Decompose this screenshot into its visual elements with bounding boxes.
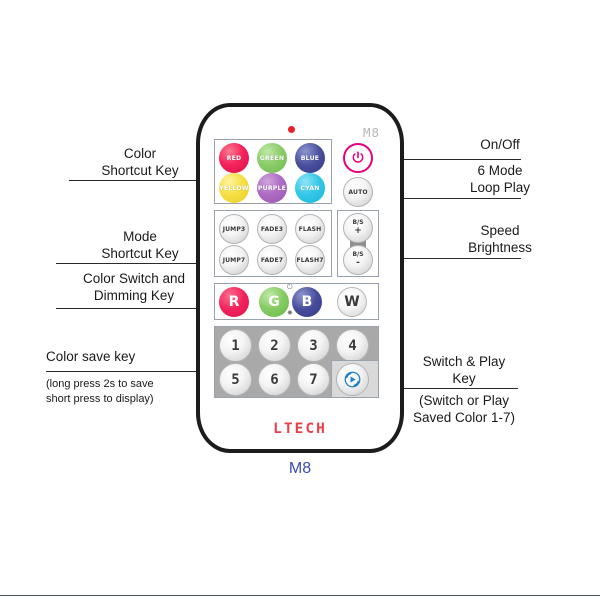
power-icon — [352, 151, 364, 163]
mode-key-jump7-label: JUMP7 — [222, 256, 246, 264]
callout-color-switch-dimming-key: Color Switch and Dimming Key — [82, 271, 186, 304]
brand-logo: LTECH — [273, 421, 327, 437]
memory-key-5[interactable]: 5 — [219, 363, 252, 396]
bs-minus-label: B/S — [352, 251, 364, 258]
page-bottom-divider — [0, 595, 600, 596]
mode-key-jump3-label: JUMP3 — [222, 225, 246, 233]
rgbw-key-w[interactable]: W — [337, 287, 367, 317]
memory-key-6[interactable]: 6 — [258, 363, 291, 396]
memory-key-1[interactable]: 1 — [219, 329, 252, 362]
mode-key-flash-label: FLASH — [298, 225, 322, 233]
auto-mode-key[interactable]: AUTO — [343, 177, 373, 207]
leader-line-color-save — [46, 371, 202, 372]
color-key-green-label: GREEN — [259, 154, 285, 162]
panel-color-shortcut — [214, 139, 332, 204]
brightness-speed-decrease-key[interactable]: B/S - — [343, 245, 373, 275]
memory-key-6-label: 6 — [270, 371, 279, 388]
color-key-cyan-label: CYAN — [300, 184, 320, 192]
memory-key-4-label: 4 — [348, 337, 357, 354]
model-label-top: M8 — [362, 125, 380, 140]
callout-on-off: On/Off — [480, 137, 520, 152]
mode-key-flash[interactable]: FLASH — [295, 214, 325, 244]
panel-speed-brightness — [337, 210, 379, 277]
mode-key-fade3[interactable]: FADE3 — [257, 214, 287, 244]
leader-line-color-shortcut — [69, 180, 202, 181]
panel-mode-shortcut — [214, 210, 332, 277]
memory-key-2-label: 2 — [270, 337, 279, 354]
panel-rgbw — [214, 283, 379, 320]
callout-switch-play-key-note: (Switch or Play Saved Color 1-7) — [412, 393, 516, 426]
rgbw-key-w-label: W — [344, 294, 360, 310]
callout-mode-shortcut-key: Mode Shortcut Key — [101, 229, 179, 262]
color-key-red[interactable]: RED — [219, 143, 249, 173]
mode-key-flash7-label: FLASH7 — [296, 256, 324, 264]
rgbw-key-r[interactable]: R — [219, 287, 249, 317]
color-key-red-label: RED — [226, 154, 242, 162]
rgbw-key-b[interactable]: B — [292, 287, 322, 317]
callout-color-save-key: Color save key — [46, 349, 136, 364]
leader-line-speed-brightness — [403, 258, 521, 259]
color-key-green[interactable]: GREEN — [257, 143, 287, 173]
mode-key-flash7[interactable]: FLASH7 — [295, 245, 325, 275]
mode-key-jump3[interactable]: JUMP3 — [219, 214, 249, 244]
callout-switch-play-key: Switch & Play Key — [422, 354, 506, 387]
leader-line-6-mode-loop — [403, 198, 521, 199]
callout-color-save-key-note: (long press 2s to save short press to di… — [46, 378, 154, 405]
memory-key-1-label: 1 — [231, 337, 240, 354]
led-indicator-icon — [288, 126, 295, 133]
bs-minus-sign: - — [356, 258, 360, 268]
model-label-bottom: M8 — [288, 460, 312, 477]
color-key-blue[interactable]: BLUE — [295, 143, 325, 173]
callout-6-mode-loop-play: 6 Mode Loop Play — [469, 163, 531, 196]
power-on-off-key[interactable] — [343, 143, 373, 173]
memory-key-5-label: 5 — [231, 371, 240, 388]
rgbw-key-g-label: G — [268, 294, 280, 310]
mode-key-fade7-label: FADE7 — [260, 256, 284, 264]
color-key-purple[interactable]: PURPLE — [257, 173, 287, 203]
brightness-speed-increase-key[interactable]: B/S + — [343, 213, 373, 243]
color-key-yellow[interactable]: YELLOW — [219, 173, 249, 203]
rgbw-key-r-label: R — [228, 294, 240, 310]
memory-key-2[interactable]: 2 — [258, 329, 291, 362]
brightness-up-icon: ⏻ — [287, 284, 293, 291]
rgbw-key-b-label: B — [301, 294, 313, 310]
brightness-down-icon: ✸ — [287, 310, 293, 317]
bs-plus-sign: + — [354, 226, 362, 236]
leader-line-color-switch — [56, 308, 202, 309]
switch-play-key[interactable] — [336, 363, 369, 396]
mode-key-fade3-label: FADE3 — [260, 225, 284, 233]
mode-key-fade7[interactable]: FADE7 — [257, 245, 287, 275]
rgbw-key-g[interactable]: G — [259, 287, 289, 317]
color-key-purple-label: PURPLE — [257, 184, 287, 192]
mode-key-jump7[interactable]: JUMP7 — [219, 245, 249, 275]
leader-line-switch-play — [391, 388, 518, 389]
play-refresh-icon — [344, 371, 361, 388]
bs-plus-label: B/S — [352, 219, 364, 226]
memory-key-3-label: 3 — [309, 337, 318, 354]
callout-color-shortcut-key: Color Shortcut Key — [101, 146, 179, 179]
color-key-yellow-label: YELLOW — [219, 184, 249, 192]
leader-line-mode-shortcut — [56, 263, 202, 264]
memory-key-4[interactable]: 4 — [336, 329, 369, 362]
auto-mode-key-label: AUTO — [348, 188, 368, 196]
color-key-cyan[interactable]: CYAN — [295, 173, 325, 203]
color-key-blue-label: BLUE — [300, 154, 320, 162]
remote-control-body: M8 RED GREEN BLUE YELLOW PURPLE CYAN — [196, 103, 404, 453]
callout-speed-brightness: Speed Brightness — [468, 223, 532, 256]
leader-line-on-off — [403, 159, 521, 160]
memory-key-3[interactable]: 3 — [297, 329, 330, 362]
memory-key-7[interactable]: 7 — [297, 363, 330, 396]
memory-key-7-label: 7 — [309, 371, 318, 388]
